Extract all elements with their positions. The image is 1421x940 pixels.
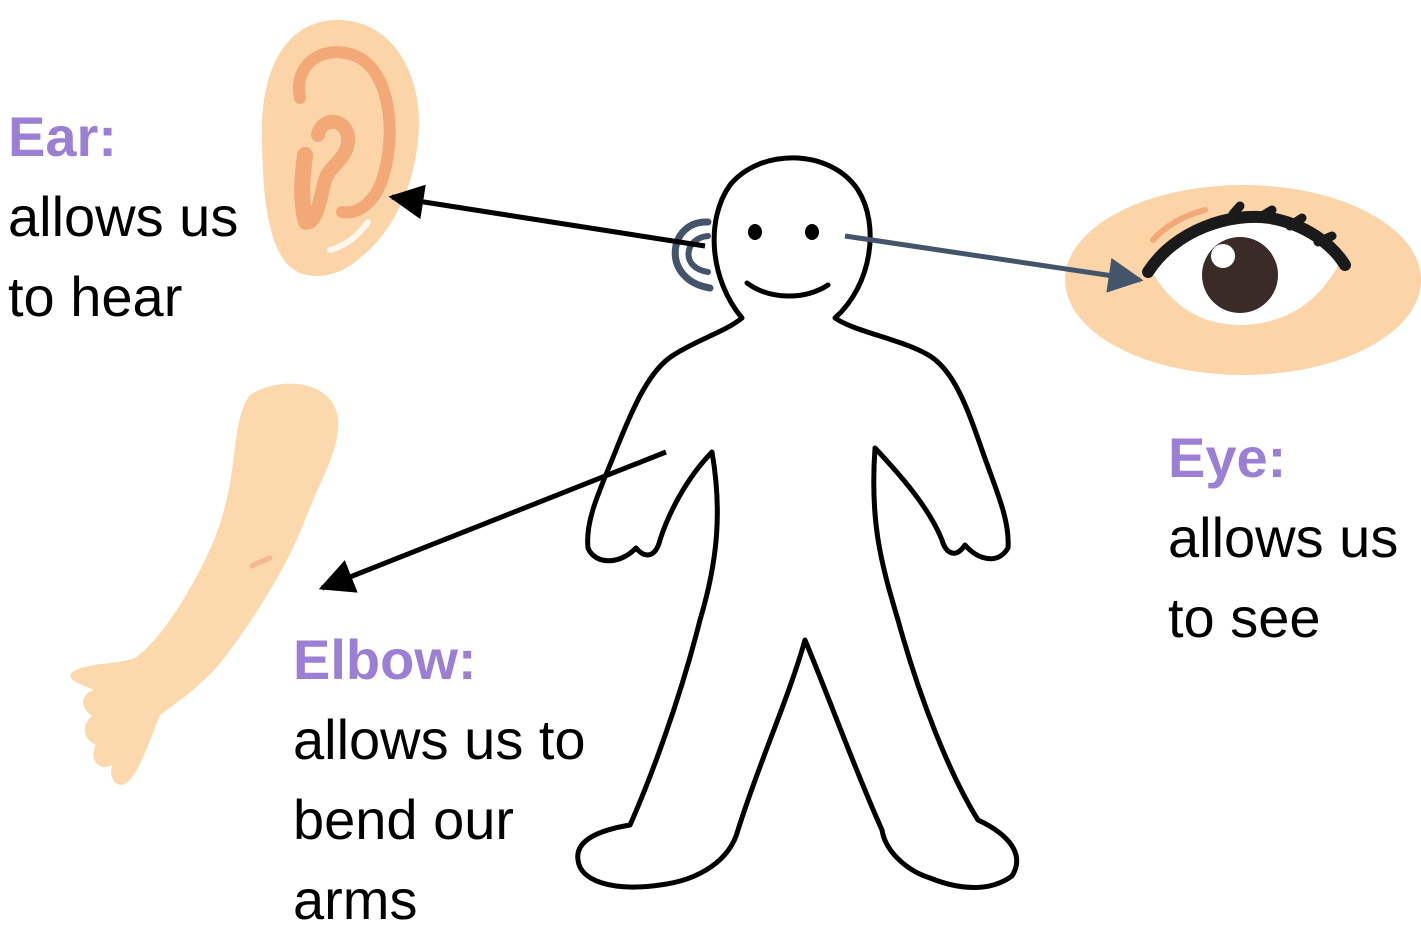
eye-description: allows us to see <box>1168 498 1398 658</box>
eye-term: Eye: <box>1168 418 1398 498</box>
ear-label: Ear: allows us to hear <box>8 97 238 337</box>
ear-term: Ear: <box>8 97 238 177</box>
eye-label: Eye: allows us to see <box>1168 418 1398 658</box>
elbow-term: Elbow: <box>293 620 586 700</box>
ear-icon <box>262 20 419 276</box>
left-eye <box>748 224 762 240</box>
ear-arrow <box>392 197 705 246</box>
eye-icon <box>1065 185 1421 375</box>
ear-description: allows us to hear <box>8 177 238 337</box>
ear-marker <box>675 222 710 288</box>
person-outline <box>578 158 1017 888</box>
elbow-label: Elbow: allows us to bend our arms <box>293 620 586 940</box>
right-eye <box>805 224 819 240</box>
elbow-description: allows us to bend our arms <box>293 700 586 940</box>
